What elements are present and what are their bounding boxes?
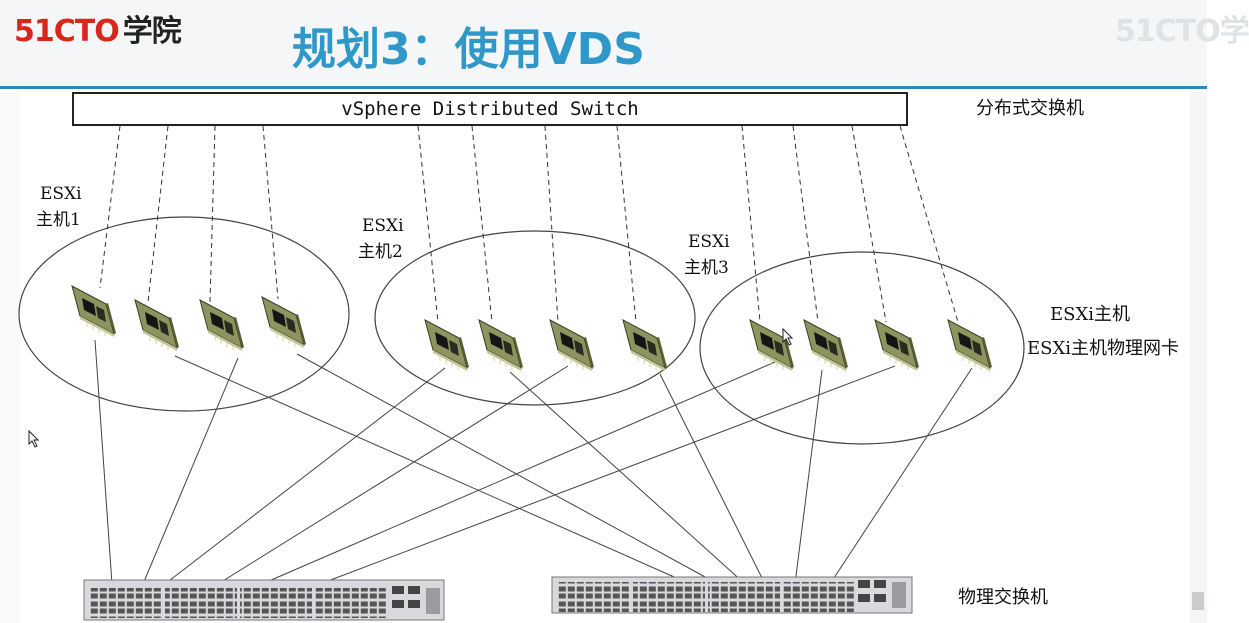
- host-2-line1: ESXi: [362, 216, 404, 236]
- host-2-line2: 主机2: [358, 242, 403, 262]
- right-margin: [1190, 92, 1207, 623]
- host-3-line1: ESXi: [688, 232, 730, 252]
- slide-header: [0, 0, 1207, 88]
- mouse-cursor-icon: [28, 429, 40, 448]
- network-card-icon: [199, 299, 245, 352]
- logo-number: 51CTO: [14, 14, 120, 49]
- host-groups: [18, 216, 1025, 445]
- host-1-line2: 主机1: [36, 210, 81, 230]
- logo-text: 学院: [122, 14, 182, 49]
- network-card-icon: [261, 296, 307, 349]
- network-card-icon: [622, 319, 668, 372]
- physical-switch-icon: [83, 579, 445, 621]
- host-3-boundary: [699, 251, 1025, 445]
- network-card-icon: [947, 319, 993, 372]
- host-1-boundary: [18, 216, 350, 412]
- host-legend-label: ESXi主机: [1050, 304, 1131, 325]
- host-1-line1: ESXi: [40, 184, 82, 204]
- physical-switch-icon: [551, 576, 913, 614]
- network-card-icon: [424, 319, 470, 372]
- header-divider: [0, 86, 1207, 89]
- vsphere-distributed-switch: vSphere Distributed Switch: [72, 92, 908, 126]
- page-title: 规划3：使用VDS: [292, 24, 645, 75]
- network-card-icon: [874, 319, 920, 372]
- host-2-boundary: [374, 230, 696, 406]
- network-diagram: [18, 125, 1204, 621]
- network-card-icon: [803, 319, 849, 372]
- physical-cabling: [94, 339, 973, 585]
- watermark-logo: 51CTO学: [1115, 14, 1249, 49]
- network-card-icon: [549, 319, 595, 372]
- network-card-icon: [134, 299, 180, 352]
- vds-label: vSphere Distributed Switch: [341, 98, 639, 120]
- distributed-switch-label: 分布式交换机: [976, 98, 1084, 119]
- network-card-icon: [478, 319, 524, 372]
- physical-switch-label: 物理交换机: [958, 587, 1048, 608]
- host-3-line2: 主机3: [684, 258, 729, 278]
- network-card-icon: [71, 285, 117, 338]
- left-margin: [0, 92, 20, 623]
- vds-uplink-lines: [99, 125, 959, 323]
- mouse-cursor-icon: [782, 327, 794, 346]
- edge-fragment: [1192, 592, 1204, 610]
- nic-legend-label: ESXi主机物理网卡: [1027, 338, 1180, 359]
